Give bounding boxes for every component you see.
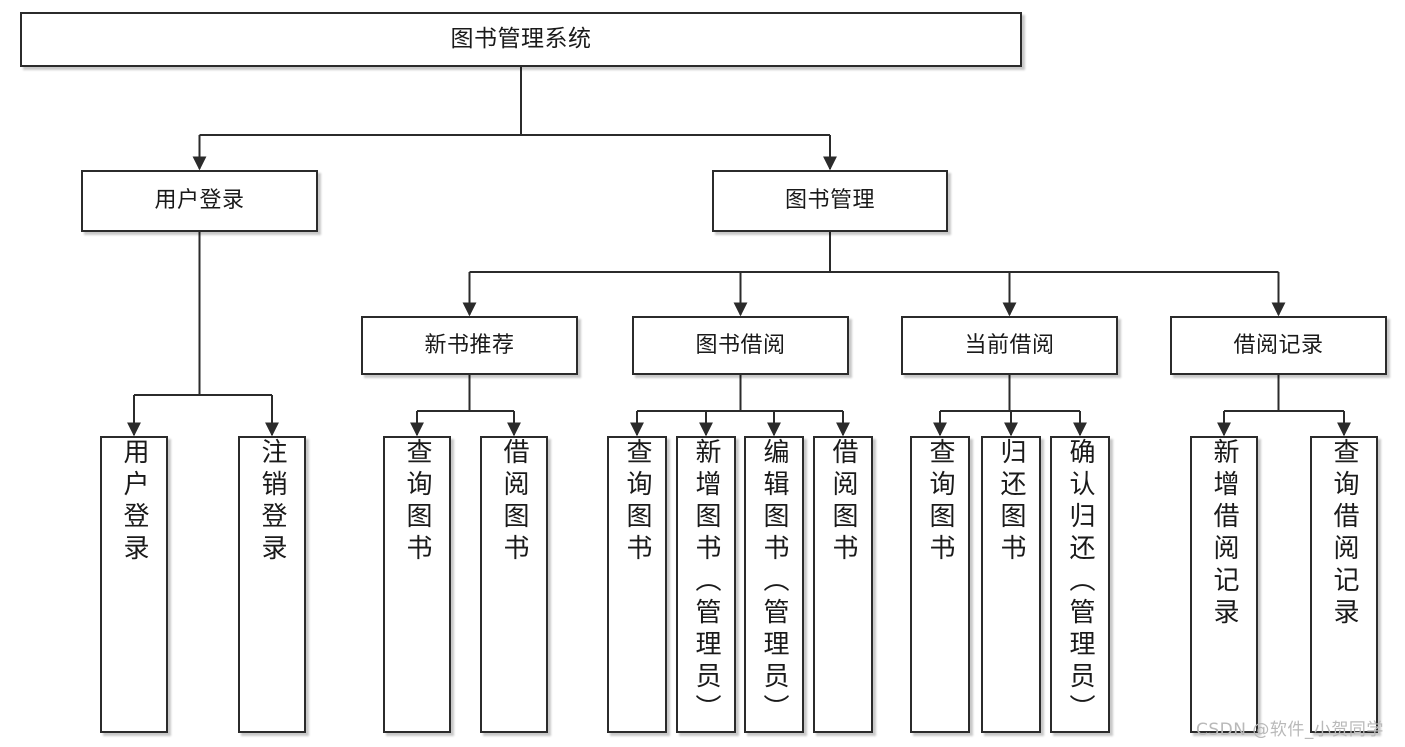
node-label: 查询图书 xyxy=(925,438,955,566)
node-label: 确认归还（管理员） xyxy=(1065,438,1095,726)
node-leaf-cb-confirm: 确认归还（管理员） xyxy=(1050,436,1110,733)
node-label: 图书管理 xyxy=(784,188,875,214)
node-label: 图书借阅 xyxy=(695,332,786,358)
node-label: 查询借阅记录 xyxy=(1329,438,1359,630)
node-label: 编辑图书（管理员） xyxy=(759,438,789,726)
node-leaf-bb-add: 新增图书（管理员） xyxy=(676,436,736,733)
node-leaf-user-login: 用户登录 xyxy=(100,436,168,733)
node-new-book-rec: 新书推荐 xyxy=(361,316,578,375)
node-label: 新增图书（管理员） xyxy=(691,438,721,726)
node-leaf-bb-query: 查询图书 xyxy=(607,436,667,733)
node-label: 图书管理系统 xyxy=(450,25,592,52)
node-book-manage: 图书管理 xyxy=(712,170,948,232)
node-label: 借阅图书 xyxy=(828,438,858,566)
node-leaf-rec-query: 查询图书 xyxy=(383,436,451,733)
node-leaf-bb-borrow: 借阅图书 xyxy=(813,436,873,733)
node-leaf-br-query: 查询借阅记录 xyxy=(1310,436,1378,733)
node-label: 借阅记录 xyxy=(1233,332,1324,358)
node-book-borrow: 图书借阅 xyxy=(632,316,849,375)
node-label: 查询图书 xyxy=(402,438,432,566)
node-leaf-cb-return: 归还图书 xyxy=(981,436,1041,733)
watermark-text: CSDN @软件_小贺同学 xyxy=(1196,720,1384,740)
node-label: 用户登录 xyxy=(154,188,245,214)
edge-paths xyxy=(127,67,1351,437)
node-leaf-bb-edit: 编辑图书（管理员） xyxy=(744,436,804,733)
node-leaf-cb-query: 查询图书 xyxy=(910,436,970,733)
node-root: 图书管理系统 xyxy=(20,12,1022,67)
node-label: 借阅图书 xyxy=(499,438,529,566)
node-user-login: 用户登录 xyxy=(81,170,318,232)
node-label: 查询图书 xyxy=(622,438,652,566)
node-label: 用户登录 xyxy=(119,438,149,566)
node-leaf-rec-borrow: 借阅图书 xyxy=(480,436,548,733)
node-current-borrow: 当前借阅 xyxy=(901,316,1118,375)
node-label: 当前借阅 xyxy=(964,332,1055,358)
node-label: 新书推荐 xyxy=(424,332,515,358)
node-label: 新增借阅记录 xyxy=(1209,438,1239,630)
node-leaf-user-logout: 注销登录 xyxy=(238,436,306,733)
node-borrow-record: 借阅记录 xyxy=(1170,316,1387,375)
node-label: 归还图书 xyxy=(996,438,1026,566)
node-label: 注销登录 xyxy=(257,438,287,566)
node-leaf-br-add: 新增借阅记录 xyxy=(1190,436,1258,733)
